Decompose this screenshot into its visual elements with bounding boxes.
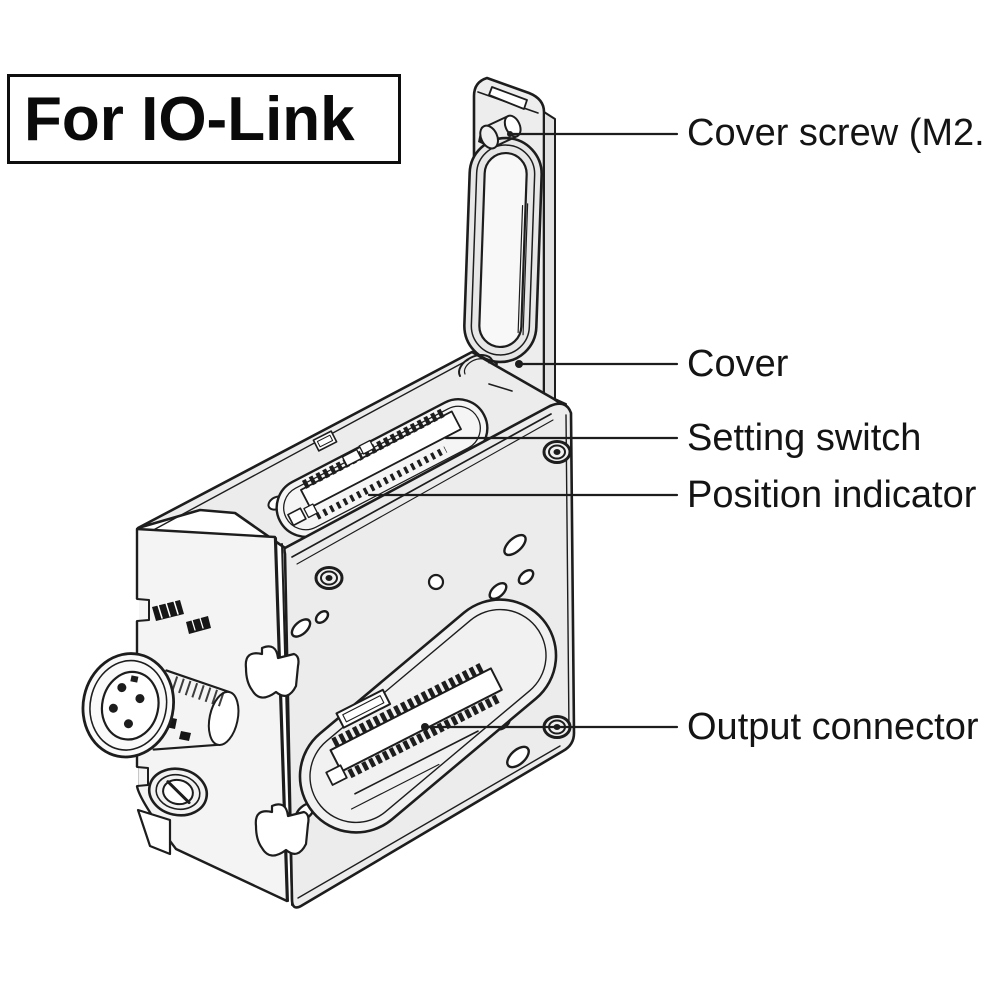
cover-screw: [478, 114, 522, 150]
output-connector: [325, 661, 503, 810]
body-left-face: [81, 527, 310, 903]
leader-lines: [367, 131, 679, 731]
m12-connector: [81, 652, 240, 759]
label-cover-screw: Cover screw (M2.: [687, 112, 985, 154]
label-plate: [152, 600, 211, 634]
output-connector-area: [298, 598, 558, 834]
leader-dot-output-connector: [421, 723, 429, 731]
setting-switch-area: [275, 398, 489, 538]
position-indicator: [315, 446, 448, 520]
label-position-indicator: Position indicator: [687, 474, 977, 516]
label-output-connector: Output connector: [687, 706, 979, 748]
rail-clip-bottom: [254, 803, 310, 857]
front-face-screws: [314, 440, 572, 739]
leader-dot-cover: [515, 360, 523, 368]
label-setting-switch: Setting switch: [687, 417, 922, 459]
cover-seal-ring: [463, 136, 543, 364]
leader-dot-cover-screw: [507, 131, 513, 137]
rail-clip-top: [244, 645, 300, 699]
cover-flap: [463, 76, 556, 401]
label-cover: Cover: [687, 343, 789, 385]
mounting-bracket: [136, 808, 172, 856]
title-box: For IO-Link: [7, 74, 401, 164]
page-title: For IO-Link: [24, 84, 355, 154]
side-screw: [147, 767, 209, 817]
